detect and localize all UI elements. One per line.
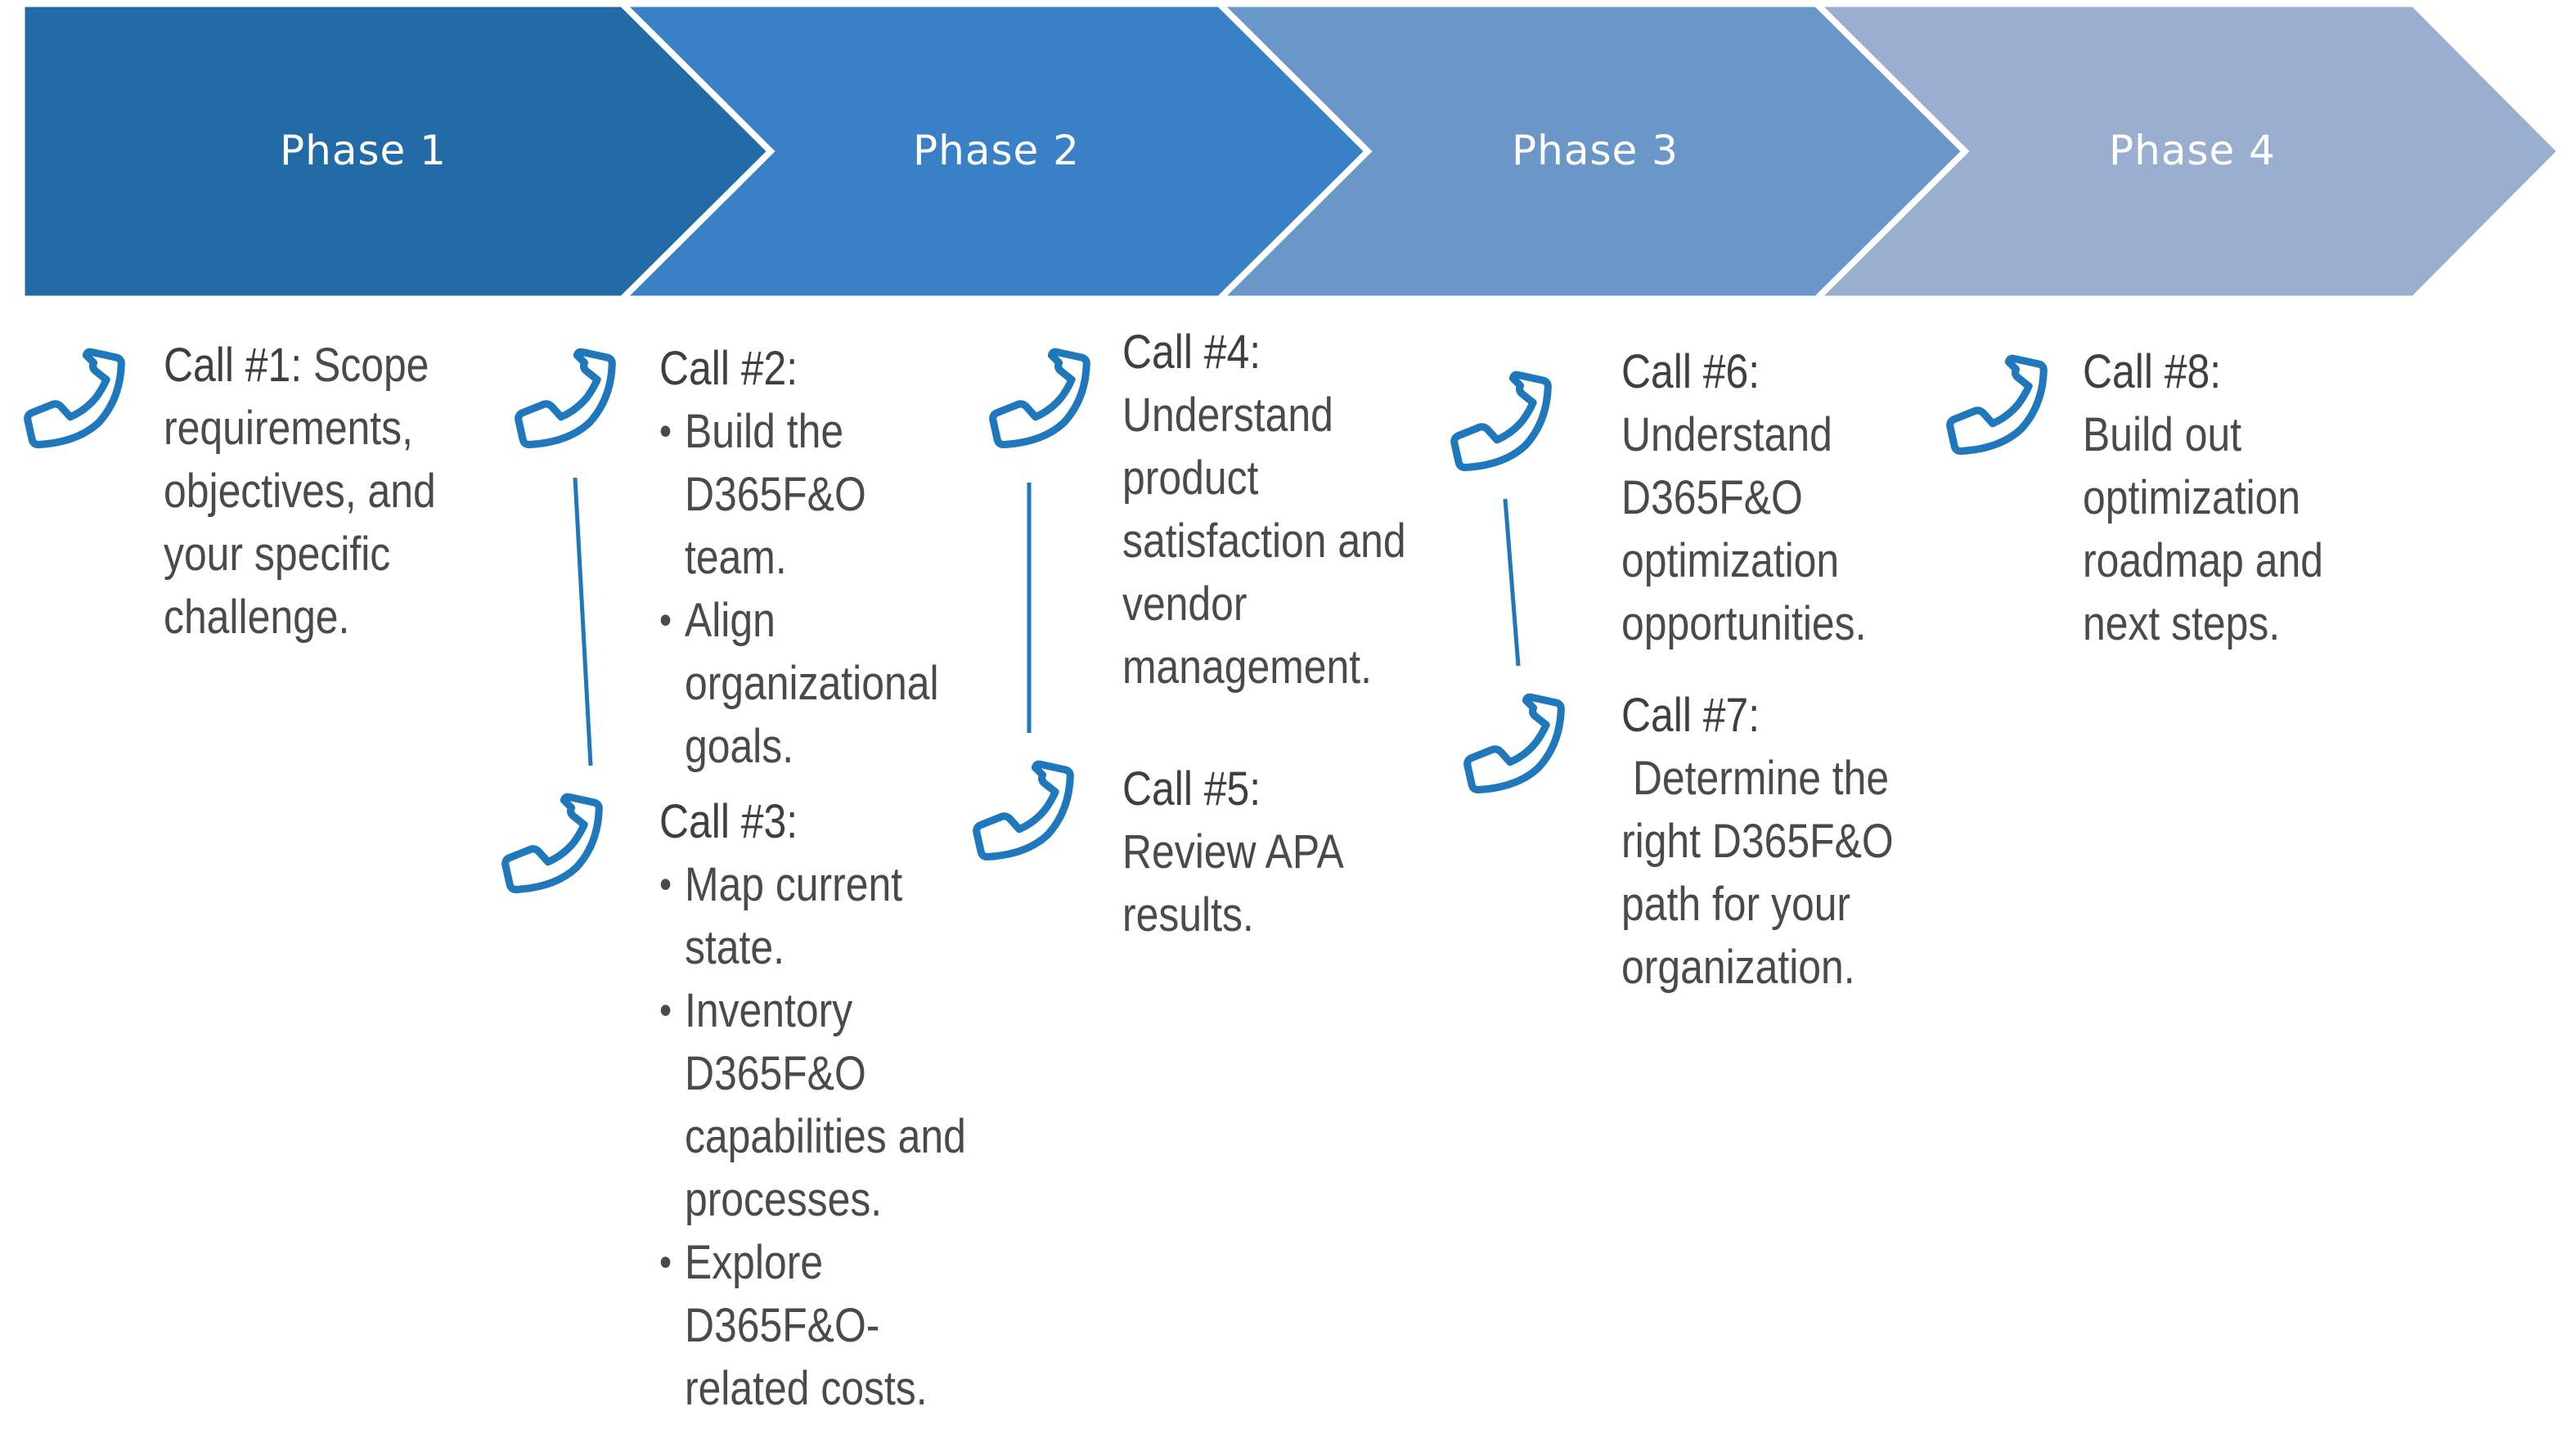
call-3-bullet: •Inventory D365F&O capabilities and proc… xyxy=(659,979,990,1231)
call-5-title: Call #5: xyxy=(1122,762,1261,816)
call-4-block: Call #4: Understand product satisfaction… xyxy=(1122,321,1453,699)
phase-3-chevron xyxy=(1216,2,1967,300)
call-5-text: Review APA results. xyxy=(1122,825,1342,941)
call-4-title: Call #4: xyxy=(1122,326,1261,379)
phone-icon xyxy=(989,344,1096,450)
call-3-bullet: •Explore D365F&O-related costs. xyxy=(659,1231,990,1420)
call-3-title: Call #3: xyxy=(659,795,798,848)
phase-1-label: Phase 1 xyxy=(280,127,447,174)
phone-icon xyxy=(24,344,131,450)
call-6-text: Understand D365F&O optimization opportun… xyxy=(1621,408,1867,650)
bullet-icon: • xyxy=(659,861,672,907)
call-1-text: Scope requirements, objectives, and your… xyxy=(164,339,436,644)
call-2-title: Call #2: xyxy=(659,342,798,395)
phone-icon xyxy=(973,756,1080,862)
bullet-icon: • xyxy=(659,1239,672,1285)
phase-4-chevron xyxy=(1814,2,2562,300)
call-1-title: Call #1: xyxy=(164,339,303,392)
phase-1-chevron xyxy=(20,2,772,300)
call-7-block: Call #7: Determine the right D365F&O pat… xyxy=(1621,684,1917,999)
call-7-text: Determine the right D365F&O path for you… xyxy=(1621,752,1905,994)
phase-chevron-band xyxy=(20,2,2562,300)
call-7-title: Call #7: xyxy=(1621,689,1760,742)
call-1-block: Call #1: Scope requirements, objectives,… xyxy=(164,334,473,649)
phone-icon xyxy=(1946,350,2053,456)
phone-icon xyxy=(515,344,622,450)
call-6-title: Call #6: xyxy=(1621,345,1760,398)
call-8-title: Call #8: xyxy=(2083,345,2222,398)
call-3-block: Call #3: •Map current state. •Inventory … xyxy=(659,790,990,1420)
connector-line-call6-call7 xyxy=(1503,498,1521,667)
connector-line-call2-call3 xyxy=(573,477,593,766)
call-5-block: Call #5: Review APA results. xyxy=(1122,757,1453,946)
call-4-text: Understand product satisfaction and vend… xyxy=(1122,389,1406,694)
phase-2-chevron xyxy=(619,2,1369,300)
phone-icon xyxy=(501,789,609,895)
bullet-icon: • xyxy=(659,597,672,643)
phone-icon xyxy=(1450,366,1558,473)
bullet-icon: • xyxy=(659,408,672,454)
call-2-bullet: •Align organizational goals. xyxy=(659,589,976,778)
call-2-block: Call #2: •Build the D365F&O team. •Align… xyxy=(659,337,976,778)
call-8-text: Build out optimization roadmap and next … xyxy=(2083,408,2323,650)
bullet-icon: • xyxy=(659,987,672,1033)
phase-4-label: Phase 4 xyxy=(2109,127,2276,174)
phase-3-label: Phase 3 xyxy=(1512,127,1679,174)
call-8-block: Call #8: Build out optimization roadmap … xyxy=(2083,340,2378,655)
call-6-block: Call #6: Understand D365F&O optimization… xyxy=(1621,340,1931,655)
call-2-bullet: •Build the D365F&O team. xyxy=(659,400,976,589)
phase-2-label: Phase 2 xyxy=(913,127,1080,174)
phone-icon xyxy=(1463,689,1571,795)
call-3-bullet: •Map current state. xyxy=(659,853,990,979)
